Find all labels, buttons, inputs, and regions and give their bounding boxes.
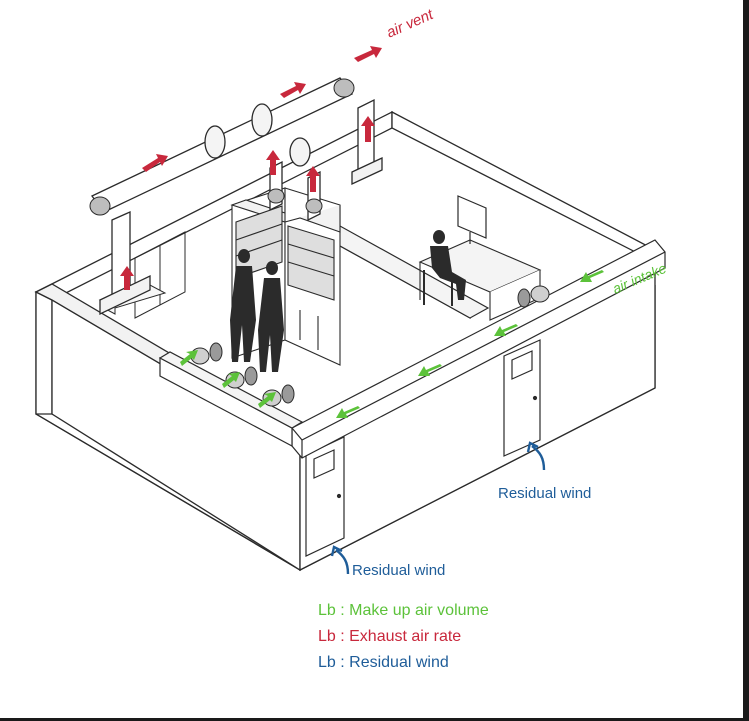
exhaust-arrow-icon: [120, 46, 382, 290]
intake-duct: [158, 239, 666, 459]
residual-arrow-icon: [330, 441, 546, 575]
door-left: [305, 436, 345, 557]
legend-residual-wind: Lb : Residual wind: [318, 654, 449, 671]
residual-wind-label-right: Residual wind: [498, 485, 592, 502]
door-right: [503, 339, 541, 457]
fan-icon: [190, 285, 550, 407]
legend-exhaust-air: Lb : Exhaust air rate: [318, 628, 462, 645]
worker-figure-icon: [230, 249, 284, 372]
frame-border-bottom: [0, 718, 749, 721]
frame-border-right: [743, 0, 749, 721]
legend-makeup-air: Lb : Make up air volume: [318, 602, 489, 619]
monitor-icon: [457, 195, 487, 244]
exhaust-fan-icon: [89, 78, 355, 216]
residual-wind-label-left: Residual wind: [352, 562, 446, 579]
office-desk: [418, 239, 542, 321]
seated-worker-icon: [423, 230, 466, 306]
intake-arrow-icon: [180, 270, 604, 418]
